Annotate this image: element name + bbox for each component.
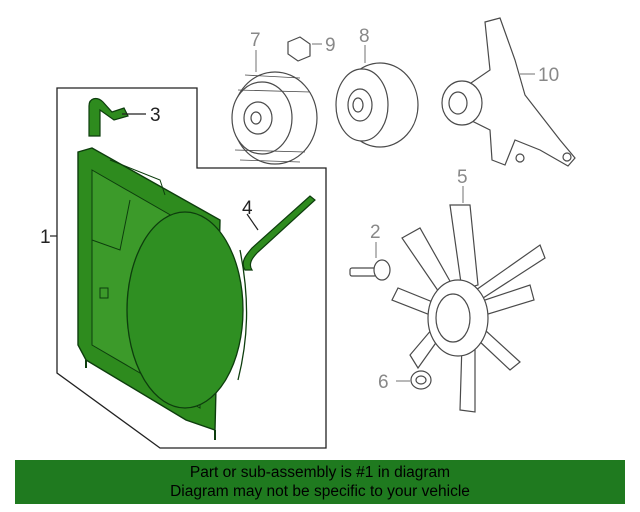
callout-1: 1 [40, 227, 51, 248]
callout-8: 8 [359, 26, 370, 47]
overflow-hose[interactable] [88, 97, 129, 137]
callout-5: 5 [457, 167, 468, 188]
fan-clutch[interactable] [231, 71, 318, 165]
banner-line-2: Diagram may not be specific to your vehi… [170, 483, 470, 500]
parts-diagram: 1 3 4 2 5 6 7 8 9 10 [40, 17, 576, 449]
callout-3: 3 [150, 105, 161, 126]
banner-line-1: Part or sub-assembly is #1 in diagram [189, 464, 451, 481]
callout-10: 10 [538, 65, 559, 86]
bolt[interactable] [349, 259, 391, 281]
callout-4: 4 [242, 198, 253, 219]
info-banner: Part or sub-assembly is #1 in diagram Di… [15, 460, 625, 504]
cooling-fan[interactable] [391, 204, 546, 413]
fan-bracket[interactable] [441, 17, 576, 167]
nut-6[interactable] [410, 370, 432, 390]
callout-7: 7 [250, 30, 261, 51]
fan-shroud[interactable] [77, 147, 248, 440]
pulley[interactable] [335, 62, 419, 148]
callout-6: 6 [378, 372, 389, 393]
callout-9: 9 [325, 35, 336, 56]
nut-9[interactable] [287, 36, 311, 62]
callout-2: 2 [370, 222, 381, 243]
leader-lines [50, 43, 535, 382]
reservoir-hose[interactable] [242, 195, 316, 271]
